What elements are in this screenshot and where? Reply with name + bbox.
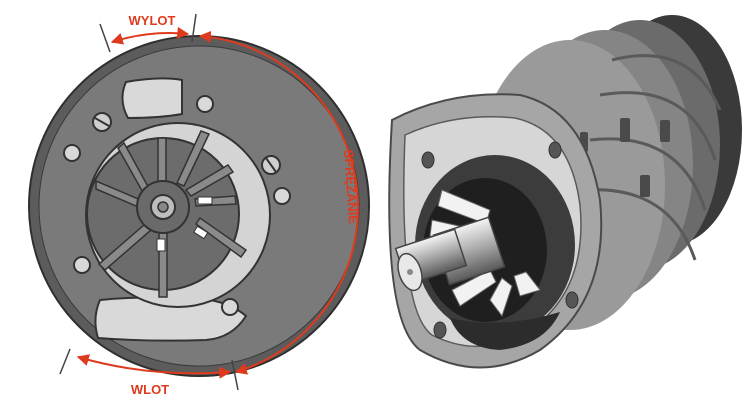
inlet-annotation: WLOT (59, 348, 239, 397)
tick-mark (99, 23, 111, 53)
lower-port (450, 312, 560, 350)
bolt-hole (73, 256, 91, 274)
outlet-port (121, 77, 183, 120)
tick-mark (59, 348, 71, 375)
bolt-hole (63, 144, 81, 162)
vane (157, 137, 167, 186)
vane (451, 269, 497, 307)
tick-mark (231, 359, 239, 391)
inlet-arrow (76, 354, 232, 379)
compression-arrow (198, 30, 359, 375)
compression-label: SPRĘŻANIE (341, 149, 361, 225)
outlet-label: WYLOT (129, 13, 176, 28)
front-view (28, 35, 370, 377)
bolt-hole (273, 187, 291, 205)
vane (489, 277, 513, 318)
outlet-arrow (110, 26, 190, 45)
tick-mark (191, 13, 197, 43)
cutaway-view (388, 15, 742, 369)
vane (513, 271, 541, 297)
bolt-hole (196, 95, 214, 113)
screws (92, 112, 281, 175)
inlet-label: WLOT (131, 382, 169, 397)
outlet-annotation: WYLOT (99, 13, 197, 53)
bolt-hole (221, 298, 239, 316)
housing-ribs (584, 54, 722, 261)
compression-annotation: SPRĘŻANIE (198, 30, 361, 375)
flange-holes (421, 141, 579, 339)
